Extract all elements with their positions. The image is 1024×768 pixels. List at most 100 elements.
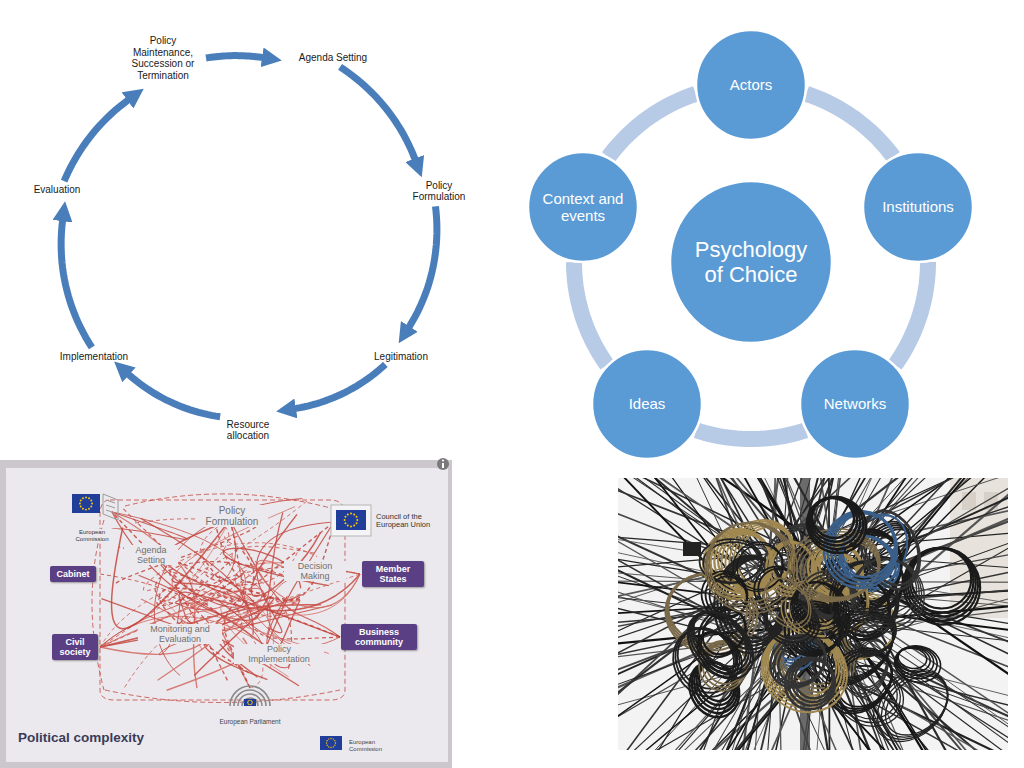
circle-label: Networks (809, 395, 901, 412)
wire-coil (755, 569, 821, 637)
flag-field (72, 494, 100, 513)
flag-star (251, 701, 252, 702)
tangle-line (210, 600, 300, 631)
logo-caption-holder: European Commission (347, 737, 393, 755)
photo-frame (0, 460, 452, 768)
flag-star (328, 738, 329, 739)
wire (618, 478, 1008, 750)
cycle-stage: Policy Formulation (407, 180, 471, 203)
flag-star (344, 519, 346, 521)
cycle-arrow (206, 56, 266, 58)
wire (618, 478, 1001, 750)
wire (618, 478, 1008, 750)
flag-star (80, 500, 82, 502)
process-stage: Decision Making (284, 561, 346, 581)
factor-circle: Networks (798, 347, 912, 461)
flag-star (91, 503, 93, 505)
flag-star (248, 704, 249, 705)
wire (618, 478, 1008, 737)
tangled-wires (618, 478, 1008, 750)
building-line (103, 494, 118, 520)
flag-star (330, 738, 331, 739)
logo-caption: European Parliament (217, 718, 282, 725)
ring-link (696, 430, 805, 439)
tangle-line (100, 520, 236, 647)
wire (618, 516, 1008, 750)
wire-coil (892, 642, 944, 685)
flag-star (251, 704, 252, 705)
cycle-stage: Implementation (52, 351, 136, 363)
process-stage-holder: Decision Making (284, 561, 346, 583)
circle-fill (528, 152, 638, 262)
flag-star (85, 509, 87, 511)
building-window (962, 492, 976, 510)
flag-star (82, 508, 84, 510)
circle-label: Ideas (601, 395, 693, 412)
cycle-stage: Policy Maintenance, Succession or Termin… (124, 35, 202, 81)
flag-star (79, 503, 81, 505)
eu-flag (320, 736, 342, 750)
wire (645, 478, 1008, 750)
flag-star (344, 522, 346, 524)
wire-coil (832, 602, 902, 664)
wire (618, 478, 1008, 750)
flag-star (249, 704, 250, 705)
flag-star (350, 525, 352, 527)
slide-title-holder: Political complexity (16, 728, 236, 746)
wire-coil (746, 613, 864, 729)
cycle-arrow (61, 217, 92, 347)
hemicycle-arc (242, 698, 258, 706)
flag-field (336, 510, 366, 530)
process-stage: Agenda Setting (124, 545, 178, 565)
flag-star (247, 701, 248, 702)
wire (618, 478, 1008, 750)
flag-star (80, 506, 82, 508)
wire (618, 478, 1008, 750)
process-stage: Policy Formulation (196, 505, 268, 527)
flag-star (350, 513, 352, 515)
wire (618, 478, 1008, 747)
factor-circle: Ideas (590, 347, 704, 461)
flag-star (90, 506, 92, 508)
box-label: Civil society (56, 637, 94, 658)
wire (618, 478, 1008, 750)
flag-star (252, 702, 253, 703)
tangle-lines (92, 494, 360, 703)
hemicycle-arc (238, 694, 262, 706)
flag-star (249, 700, 250, 701)
stage-label: Policy Maintenance, Succession or Termin… (124, 35, 202, 81)
stage-label: Resource allocation (220, 419, 276, 442)
flag-star (328, 746, 329, 747)
wire-coil (784, 657, 836, 710)
cycle-arrow (292, 364, 385, 409)
box-label: Cabinet (56, 569, 89, 579)
circle-fill (696, 30, 806, 140)
eu-flag (244, 699, 256, 706)
box-label: Member States (366, 564, 420, 585)
cycle-arrow (340, 67, 416, 162)
flag-star (333, 746, 334, 747)
process-stage-holder: Monitoring and Evaluation (138, 624, 222, 646)
cycle-stage: Resource allocation (220, 419, 276, 442)
circle-label: Psychology of Choice (684, 237, 818, 288)
wire-coil (800, 488, 872, 557)
flag-star (356, 522, 358, 524)
flag-star (334, 745, 335, 746)
flag-star (88, 508, 90, 510)
info-icon-dot (442, 459, 444, 461)
wire (618, 478, 1008, 750)
ring-link (574, 262, 607, 365)
circle-fill (800, 349, 910, 459)
actor-box: Cabinet (50, 566, 96, 582)
wire (618, 478, 946, 750)
wire (618, 478, 1008, 750)
actor-box: Civil society (52, 634, 98, 661)
process-stage: Monitoring and Evaluation (138, 624, 222, 644)
stage-label: Legitimation (374, 351, 428, 363)
info-icon (437, 458, 449, 470)
flag-star (344, 516, 346, 518)
cycle-stage: Legitimation (364, 351, 438, 363)
wire-coil (845, 635, 893, 695)
wire (618, 478, 1005, 750)
info-icon-stem (442, 463, 444, 468)
